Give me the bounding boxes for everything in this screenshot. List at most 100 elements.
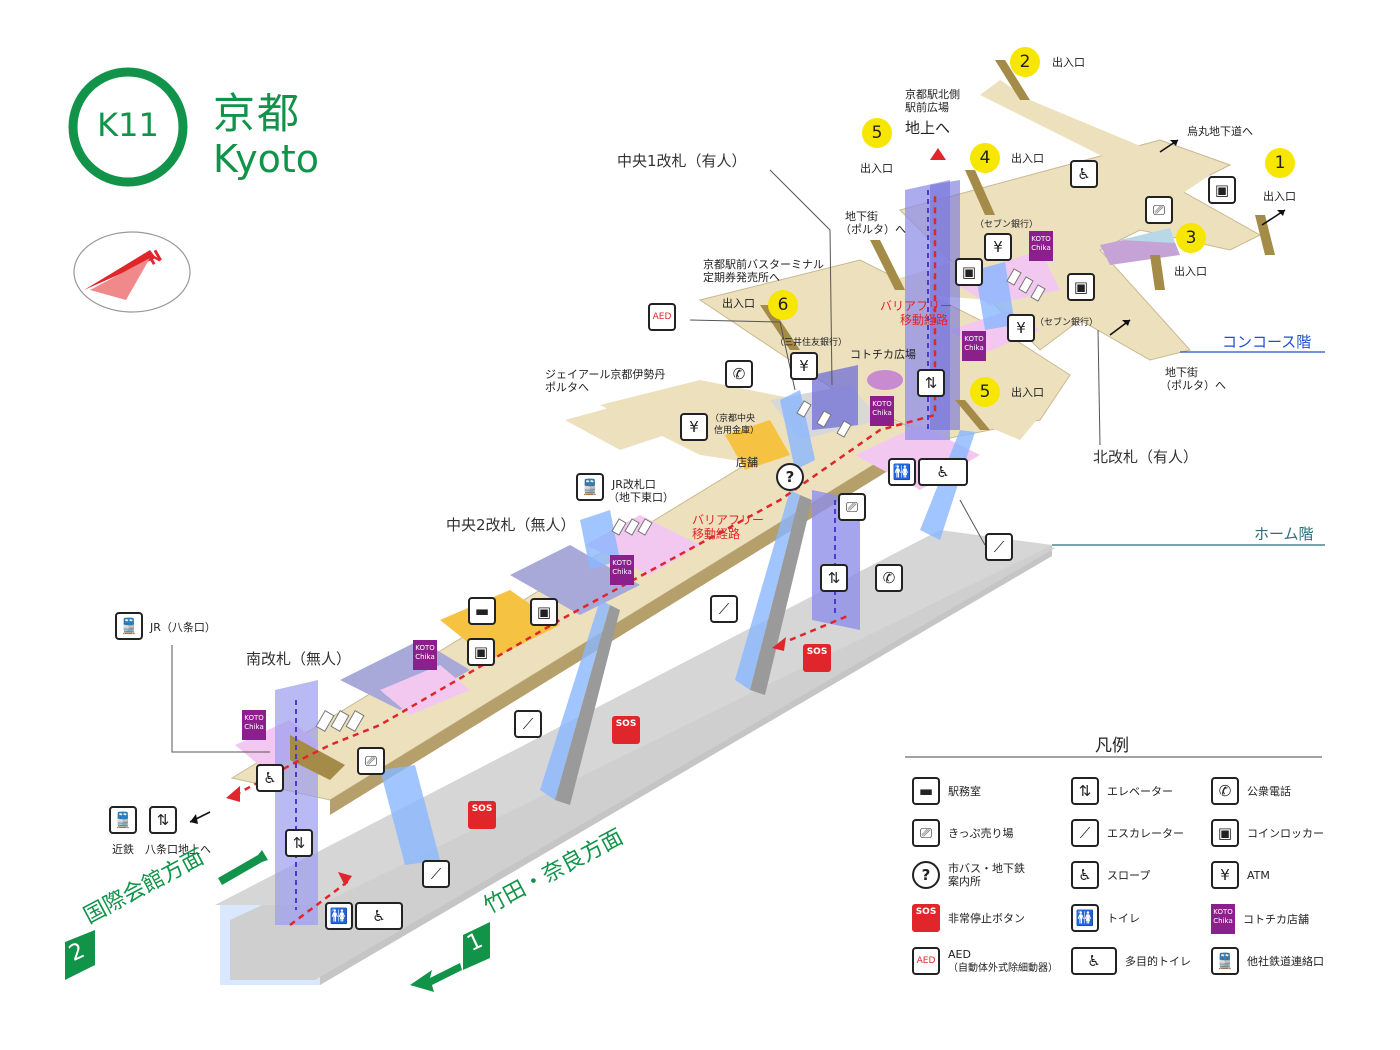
exit-2-badge: 2	[1010, 47, 1040, 77]
exit-5-south-badge: 5	[970, 377, 1000, 407]
level-concourse: コンコース階	[1222, 333, 1312, 351]
escalator-icon: ⟋	[514, 710, 542, 738]
exit-1-badge: 1	[1265, 148, 1295, 178]
legend-coin-locker: ▣ コインロッカー	[1211, 819, 1324, 847]
seven-bank-label-2: （セブン銀行）	[1035, 318, 1099, 328]
exit-5-north-badge: 5	[862, 118, 892, 148]
shop-label: 店舗	[736, 456, 758, 469]
multipurpose-toilet-icon: ♿	[1071, 947, 1117, 975]
station-code: K11	[97, 106, 159, 144]
legend-sos: SOS 非常停止ボタン	[912, 904, 1025, 932]
coin-locker-icon: ▣	[467, 638, 495, 666]
escalator-icon: ⟋	[422, 860, 450, 888]
kotochika-icon: KOTO Chika	[962, 331, 986, 361]
kintetsu-label: 近鉄 八条口地上へ	[112, 843, 211, 856]
legend-elevator: ⇅ エレベーター	[1071, 777, 1173, 805]
legend-multipurpose-toilet: ♿ 多目的トイレ	[1071, 947, 1191, 975]
platform2-banner	[65, 930, 95, 980]
elevator-icon: ⇅	[149, 806, 177, 834]
kotochika-icon: KOTO Chika	[610, 555, 634, 585]
railway-link-icon: 🚆	[109, 806, 137, 834]
escalator-2	[735, 490, 800, 690]
exit-6-label: 出入口	[722, 297, 755, 310]
railway-link-icon: 🚆	[576, 473, 604, 501]
karasuma-label: 烏丸地下道へ	[1187, 125, 1253, 138]
barrier-free-label-2a: バリアフリー	[692, 513, 765, 527]
exit-6-badge: 6	[768, 290, 798, 320]
level-platform: ホーム階	[1254, 525, 1314, 543]
seven-bank-label-1: （セブン銀行）	[975, 220, 1039, 230]
exit-4-badge: 4	[970, 143, 1000, 173]
coin-locker-icon: ▣	[530, 598, 558, 626]
legend-aed-text-2: （自動体外式除細動器）	[948, 962, 1058, 974]
escalator-icon: ⟋	[985, 533, 1013, 561]
atm-icon: ¥	[1007, 314, 1035, 342]
exit-3-label: 出入口	[1174, 265, 1207, 278]
legend-atm: ¥ ATM	[1211, 861, 1270, 889]
multipurpose-toilet-icon: ♿	[918, 458, 968, 486]
kyoto-chuo-label-1: （京都中央	[710, 414, 756, 424]
legend-aed: AED AED （自動体外式除細動器）	[912, 947, 1058, 975]
isetan-label-2: ポルタへ	[545, 381, 589, 394]
gate-north: 北改札（有人）	[1093, 448, 1199, 466]
kotochika-icon: KOTO Chika	[413, 640, 437, 670]
info-icon: ?	[912, 861, 940, 889]
phone-icon: ✆	[725, 360, 753, 388]
bus-terminal-label-2: 定期券発売所へ	[703, 271, 780, 284]
coin-locker-icon: ▣	[1208, 176, 1236, 204]
ticket-machine-icon: ⎚	[838, 493, 866, 521]
legend-phone: ✆ 公衆電話	[1211, 777, 1291, 805]
info-icon: ?	[776, 463, 804, 491]
toilet-icon: 🚻	[1071, 904, 1099, 932]
railway-link-icon: 🚆	[1211, 947, 1239, 975]
escalator-icon: ⟋	[1071, 819, 1099, 847]
aed-icon: AED	[912, 947, 940, 975]
escalator-1	[540, 600, 610, 800]
elevator-shaft-central	[812, 490, 860, 630]
sos-icon: SOS	[468, 801, 496, 829]
coin-locker-icon: ▣	[1067, 273, 1095, 301]
station-name-ja: 京都	[213, 89, 302, 138]
station-name-en: Kyoto	[213, 137, 320, 181]
legend-escalator: ⟋ エスカレーター	[1071, 819, 1184, 847]
elevator-icon: ⇅	[917, 369, 945, 397]
to-ground-label: 地上へ	[905, 119, 951, 137]
station-office-icon: ▬	[912, 777, 940, 805]
legend-kotochika: KOTO Chika コトチカ店舗	[1211, 904, 1309, 934]
sos-icon: SOS	[803, 644, 831, 672]
legend-ticket: ⎚ きっぷ売り場	[912, 819, 1014, 847]
toilet-icon: 🚻	[888, 458, 916, 486]
aed-icon: AED	[648, 303, 676, 331]
legend-info-text-1: 市バス・地下鉄	[948, 862, 1025, 875]
atm-icon: ¥	[1211, 861, 1239, 889]
exit-5-north-label: 出入口	[860, 162, 893, 175]
atm-icon: ¥	[984, 233, 1012, 261]
elevator-icon: ⇅	[285, 829, 313, 857]
kotochika-icon: KOTO Chika	[242, 710, 266, 740]
north-plaza-label-2: 駅前広場	[905, 101, 949, 114]
isetan-label-1: ジェイアール京都伊勢丹	[545, 368, 666, 381]
escalator-icon: ⟋	[710, 595, 738, 623]
bus-terminal-label-1: 京都駅前バスターミナル	[703, 258, 824, 271]
legend-aed-text-1: AED	[948, 947, 971, 961]
atm-icon: ¥	[680, 413, 708, 441]
kotochika-icon: KOTO Chika	[1029, 231, 1053, 261]
slope-icon: ♿	[256, 764, 284, 792]
kotochika-plaza-label: コトチカ広場	[850, 348, 916, 361]
jr-gate-label-2: （地下東口）	[608, 491, 674, 504]
porta-1-label-b: （ポルタ）へ	[840, 223, 906, 236]
ticket-machine-icon: ⎚	[357, 747, 385, 775]
porta-2-label-a: 地下街	[1165, 366, 1198, 379]
legend-info: ? 市バス・地下鉄 案内所	[912, 861, 1025, 889]
kyoto-chuo-label-2: 信用金庫）	[714, 426, 760, 436]
atm-icon: ¥	[790, 352, 818, 380]
exit-2-label: 出入口	[1052, 56, 1085, 69]
exit-4-label: 出入口	[1011, 152, 1044, 165]
legend-railway-link: 🚆 他社鉄道連絡口	[1211, 947, 1324, 975]
barrier-free-label-2b: 移動経路	[692, 527, 741, 541]
exit-5-south-label: 出入口	[1011, 386, 1044, 399]
ticket-machine-icon: ⎚	[1145, 196, 1173, 224]
slope-icon: ♿	[1070, 160, 1098, 188]
sos-icon: SOS	[612, 716, 640, 744]
multipurpose-toilet-icon: ♿	[355, 902, 403, 930]
